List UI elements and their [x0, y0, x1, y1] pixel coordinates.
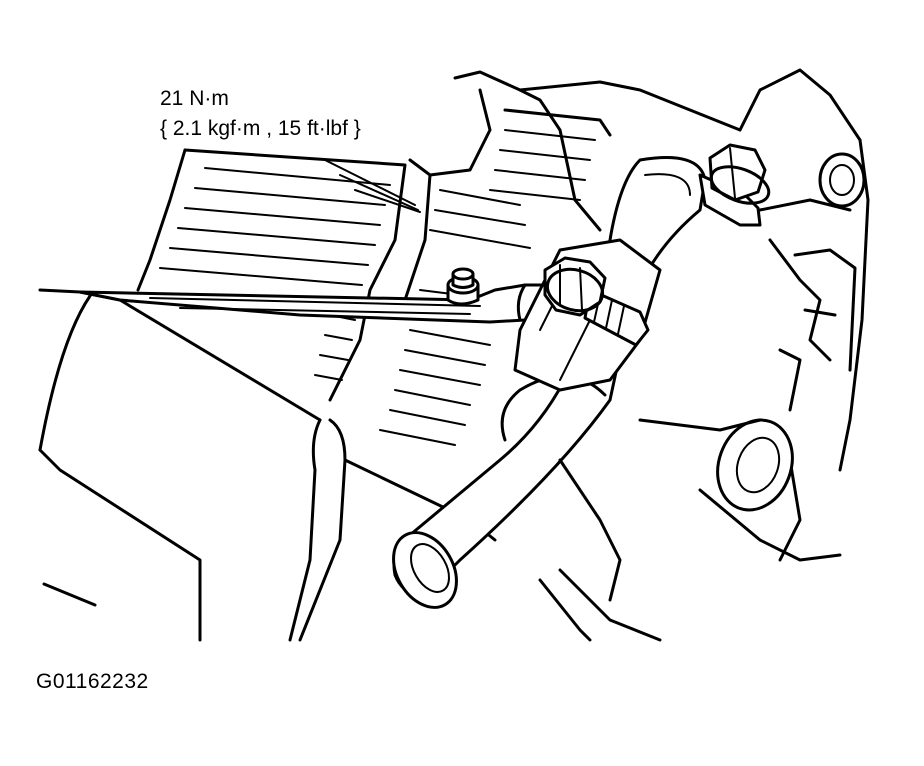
cylinder-body	[38, 288, 497, 642]
callout-leader	[324, 159, 421, 213]
ribbed-component	[136, 108, 612, 446]
torque-value-alt: { 2.1 kgf·m , 15 ft·lbf }	[160, 117, 361, 140]
torque-bolt	[543, 256, 650, 347]
engine-housing-outline	[428, 68, 870, 642]
bracket-bolt	[446, 267, 480, 306]
mounting-boss-upper	[818, 152, 866, 208]
pipe	[392, 156, 707, 609]
mounting-boss-lower	[558, 418, 794, 602]
figure-code: G01162232	[36, 670, 149, 693]
torque-callout: 21 N·m { 2.1 kgf·m , 15 ft·lbf }	[160, 84, 361, 144]
top-nut	[698, 143, 771, 227]
torque-value-nm: 21 N·m	[160, 87, 229, 110]
mounting-bracket	[78, 283, 557, 324]
